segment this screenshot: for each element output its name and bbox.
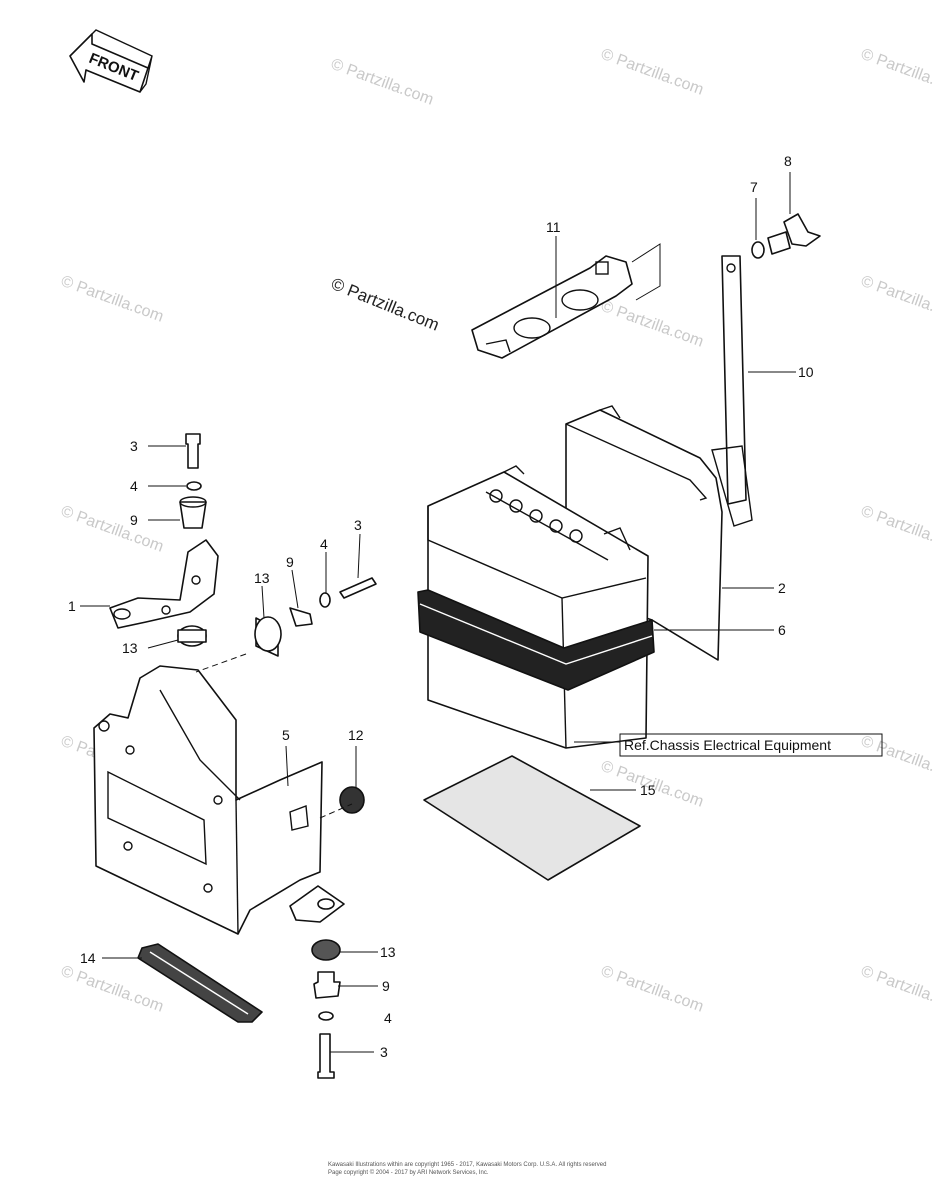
- battery-strap-long: [711, 255, 753, 527]
- callout-9: 9: [286, 554, 294, 570]
- callout-labels: 8 7 11 10 3 4 9 1 13 3 4 9 13 2 6 5 12 1…: [68, 153, 814, 1060]
- watermark: © Partzilla.com: [59, 503, 166, 556]
- callout-3: 3: [130, 438, 138, 454]
- battery-holder-plate: [471, 243, 661, 359]
- left-bolt-stack: [177, 433, 207, 647]
- mounting-bracket: [109, 539, 219, 629]
- callout-9: 9: [382, 978, 390, 994]
- footer-copyright: Kawasaki Illustrations within are copyri…: [328, 1162, 606, 1168]
- battery-cells: [489, 489, 583, 543]
- watermark: © Partzilla.com: [859, 273, 934, 326]
- middle-bolt-stack: [254, 577, 377, 657]
- wing-bolt: [751, 213, 821, 259]
- watermark: © Partzilla.com: [599, 46, 706, 99]
- callout-4: 4: [130, 478, 138, 494]
- watermark: © Partzilla.com: [859, 963, 934, 1016]
- watermark: © Partzilla.com: [859, 733, 934, 786]
- callout-14: 14: [80, 950, 96, 966]
- callout-13: 13: [254, 570, 270, 586]
- watermark: © Partzilla.com: [59, 963, 166, 1016]
- battery-band: [417, 589, 655, 691]
- callout-8: 8: [784, 153, 792, 169]
- battery-bracket: [93, 665, 345, 935]
- callout-2: 2: [778, 580, 786, 596]
- callout-15: 15: [640, 782, 656, 798]
- callout-1: 1: [68, 598, 76, 614]
- battery-mat: [423, 755, 641, 881]
- leader-lines: [80, 172, 796, 1053]
- footer-page-copyright: Page copyright © 2004 - 2017 by ARI Netw…: [328, 1169, 489, 1176]
- callout-3: 3: [354, 517, 362, 533]
- callout-12: 12: [348, 727, 364, 743]
- watermark: © Partzilla.com: [599, 298, 706, 351]
- callout-7: 7: [750, 179, 758, 195]
- watermark: © Partzilla.com: [859, 46, 934, 99]
- watermark: © Partzilla.com: [59, 273, 166, 326]
- reference-note-text: Ref.Chassis Electrical Equipment: [624, 737, 831, 753]
- copyright-mark: © Partzilla.com: [329, 274, 442, 335]
- callout-6: 6: [778, 622, 786, 638]
- front-arrow-icon: FRONT: [69, 29, 153, 93]
- callout-5: 5: [282, 727, 290, 743]
- callout-9: 9: [130, 512, 138, 528]
- footer: Kawasaki Illustrations within are copyri…: [328, 1162, 606, 1176]
- watermark: © Partzilla.com: [599, 963, 706, 1016]
- grommet: [339, 786, 365, 814]
- bottom-bolt-stack: [311, 939, 341, 1079]
- callout-10: 10: [798, 364, 814, 380]
- callout-13: 13: [122, 640, 138, 656]
- callout-11: 11: [546, 219, 561, 235]
- callout-13: 13: [380, 944, 396, 960]
- reference-note: Ref.Chassis Electrical Equipment: [619, 733, 883, 757]
- callout-4: 4: [320, 536, 328, 552]
- watermark: © Partzilla.com: [859, 503, 934, 556]
- callout-4: 4: [384, 1010, 392, 1026]
- callout-3: 3: [380, 1044, 388, 1060]
- watermark: © Partzilla.com: [329, 56, 436, 109]
